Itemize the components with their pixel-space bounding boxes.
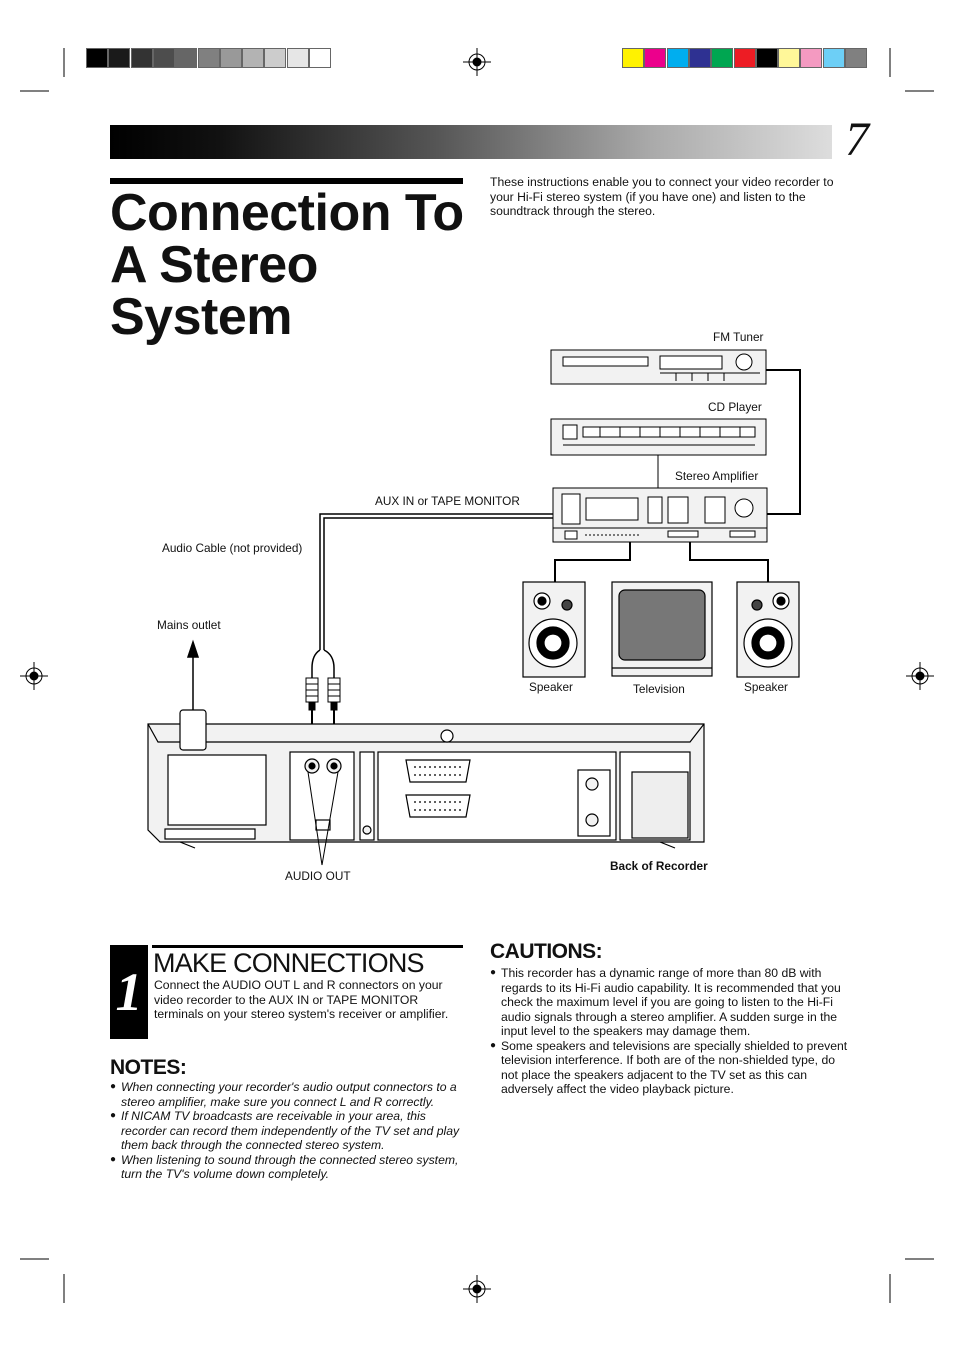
notes-list: ●When connecting your recorder's audio o… bbox=[110, 1080, 470, 1182]
color-swatch bbox=[822, 48, 845, 68]
color-swatch bbox=[778, 48, 801, 68]
rca-plugs bbox=[305, 677, 341, 711]
color-swatch bbox=[175, 48, 198, 68]
header-gradient-bar bbox=[110, 125, 832, 159]
registration-mark-right bbox=[906, 662, 934, 690]
bullet-icon: ● bbox=[110, 1081, 117, 1092]
cautions-list: ●This recorder has a dynamic range of mo… bbox=[490, 966, 850, 1097]
cautions-heading: CAUTIONS: bbox=[490, 940, 603, 963]
speaker-right-label: Speaker bbox=[744, 680, 788, 694]
title-rule bbox=[110, 178, 463, 184]
right-speaker-illustration bbox=[736, 581, 800, 678]
color-swatch bbox=[197, 48, 220, 68]
note-item: ●When listening to sound through the con… bbox=[110, 1152, 459, 1182]
bullet-icon: ● bbox=[490, 967, 497, 978]
bullet-icon: ● bbox=[490, 1039, 497, 1051]
note-item: ●If NICAM TV broadcasts are receivable i… bbox=[110, 1109, 460, 1152]
audio-out-pointer bbox=[307, 771, 339, 866]
notes-heading: NOTES: bbox=[110, 1056, 187, 1079]
page-title-line-1: Connection To bbox=[110, 184, 464, 242]
color-swatch bbox=[86, 48, 108, 68]
speaker-wires bbox=[554, 542, 769, 582]
registration-mark-left bbox=[20, 662, 48, 690]
color-swatch bbox=[845, 48, 867, 68]
page-title-line-2: A Stereo bbox=[110, 236, 318, 294]
color-swatch bbox=[219, 48, 242, 68]
color-swatch bbox=[130, 48, 153, 68]
step-text: Connect the AUDIO OUT L and R connectors… bbox=[154, 978, 449, 1021]
fm-tuner-illustration bbox=[550, 349, 767, 385]
color-swatch bbox=[711, 48, 734, 68]
step-rule bbox=[152, 945, 463, 948]
step-heading: MAKE CONNECTIONS bbox=[153, 948, 425, 978]
recorder-back-illustration bbox=[147, 709, 705, 849]
color-swatch bbox=[755, 48, 778, 68]
color-swatch bbox=[800, 48, 823, 68]
stereo-amplifier-label: Stereo Amplifier bbox=[675, 469, 759, 483]
television-label: Television bbox=[633, 682, 685, 696]
caution-item: ●This recorder has a dynamic range of mo… bbox=[490, 966, 841, 1038]
color-swatch bbox=[622, 48, 644, 68]
back-of-recorder-label: Back of Recorder bbox=[610, 859, 708, 873]
color-swatch bbox=[666, 48, 689, 68]
registration-mark-top bbox=[463, 48, 491, 76]
left-speaker-illustration bbox=[522, 581, 586, 678]
page-title-line-3: System bbox=[110, 288, 293, 346]
color-swatch bbox=[733, 48, 756, 68]
color-swatch bbox=[644, 48, 667, 68]
mains-outlet-label: Mains outlet bbox=[157, 618, 221, 632]
stereo-amplifier-illustration bbox=[552, 487, 768, 543]
cd-player-illustration bbox=[550, 418, 767, 456]
color-swatch bbox=[264, 48, 287, 68]
color-swatch bbox=[152, 48, 175, 68]
color-swatch bbox=[688, 48, 711, 68]
speaker-left-label: Speaker bbox=[529, 680, 573, 694]
caution-item: ●Some speakers and televisions are speci… bbox=[490, 1038, 848, 1097]
bullet-icon: ● bbox=[110, 1110, 117, 1121]
color-swatch bbox=[286, 48, 309, 68]
audio-out-label: AUDIO OUT bbox=[285, 869, 351, 883]
color-swatch bbox=[309, 48, 331, 68]
television-illustration bbox=[611, 581, 713, 677]
intro-paragraph: These instructions enable you to connect… bbox=[490, 175, 834, 218]
tuner-to-amplifier-cable bbox=[766, 369, 801, 515]
note-item: ●When connecting your recorder's audio o… bbox=[110, 1080, 457, 1109]
audio-cable-label: Audio Cable (not provided) bbox=[162, 541, 303, 555]
color-swatch bbox=[242, 48, 265, 68]
fm-tuner-label: FM Tuner bbox=[713, 330, 764, 344]
page-title: Connection To A Stereo System bbox=[110, 187, 470, 343]
step-number-badge: 1 bbox=[110, 945, 148, 1039]
audio-cable bbox=[311, 513, 553, 680]
registration-mark-bottom bbox=[463, 1275, 491, 1303]
color-swatch bbox=[108, 48, 131, 68]
aux-in-label: AUX IN or TAPE MONITOR bbox=[375, 494, 520, 508]
cd-player-label: CD Player bbox=[708, 400, 762, 414]
page-number: 7 bbox=[845, 113, 869, 166]
bullet-icon: ● bbox=[110, 1153, 117, 1165]
